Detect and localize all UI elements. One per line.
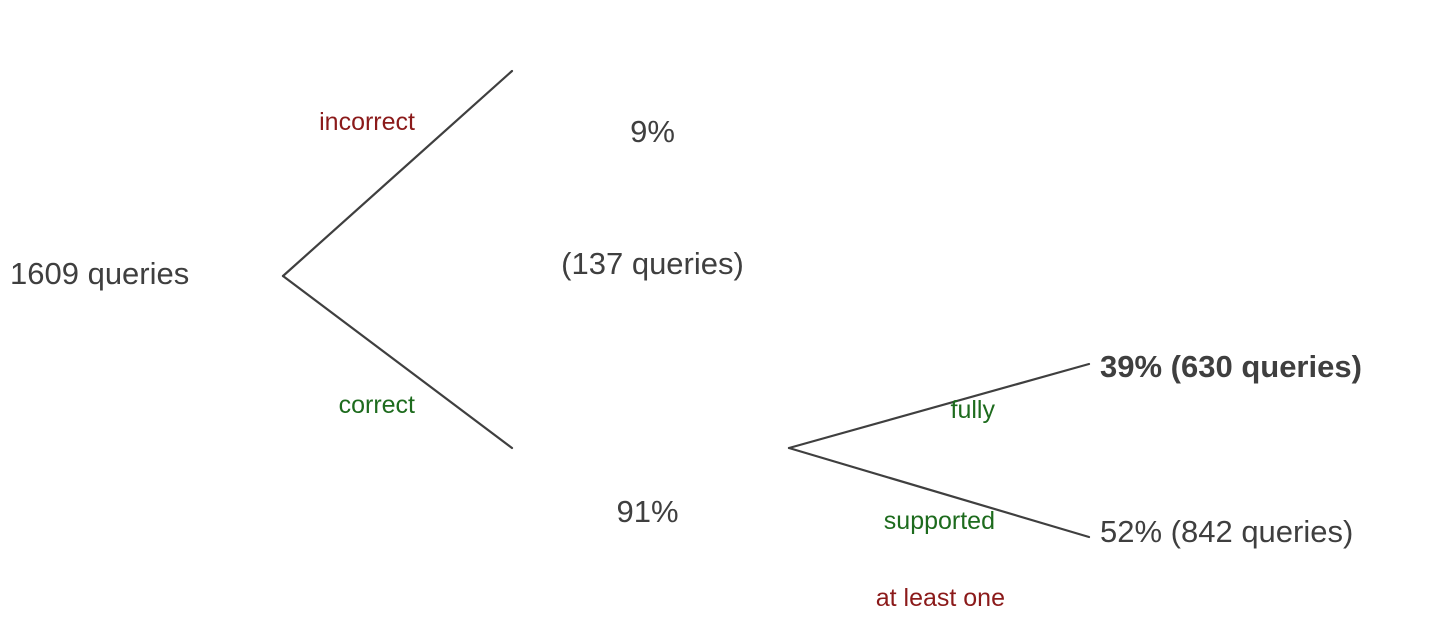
node-correct-percent: 91% xyxy=(616,494,679,529)
node-incorrect-count: (137 queries) xyxy=(561,246,744,281)
edge-label-correct: correct xyxy=(338,391,415,419)
edge-label-incorrect: incorrect xyxy=(319,108,415,136)
edge-label-fully-supported-line2: supported xyxy=(883,507,995,535)
node-incorrect: 9% (137 queries) xyxy=(470,22,835,374)
edge-label-fully-supported: fully supported xyxy=(760,318,995,614)
edge-label-unsupported-line1: at least one xyxy=(875,584,1005,612)
edge-label-fully-supported-line1: fully xyxy=(950,396,995,424)
node-at-least-one-unsupported: 52% (842 queries) xyxy=(1100,514,1354,549)
node-correct: 91% (1472 queries) xyxy=(460,402,835,621)
edge-label-at-least-one-unsupported: at least one unsupported xyxy=(770,506,1005,621)
node-incorrect-percent: 9% xyxy=(630,114,675,149)
node-root-queries: 1609 queries xyxy=(10,256,190,291)
node-fully-supported: 39% (630 queries) xyxy=(1100,349,1362,384)
